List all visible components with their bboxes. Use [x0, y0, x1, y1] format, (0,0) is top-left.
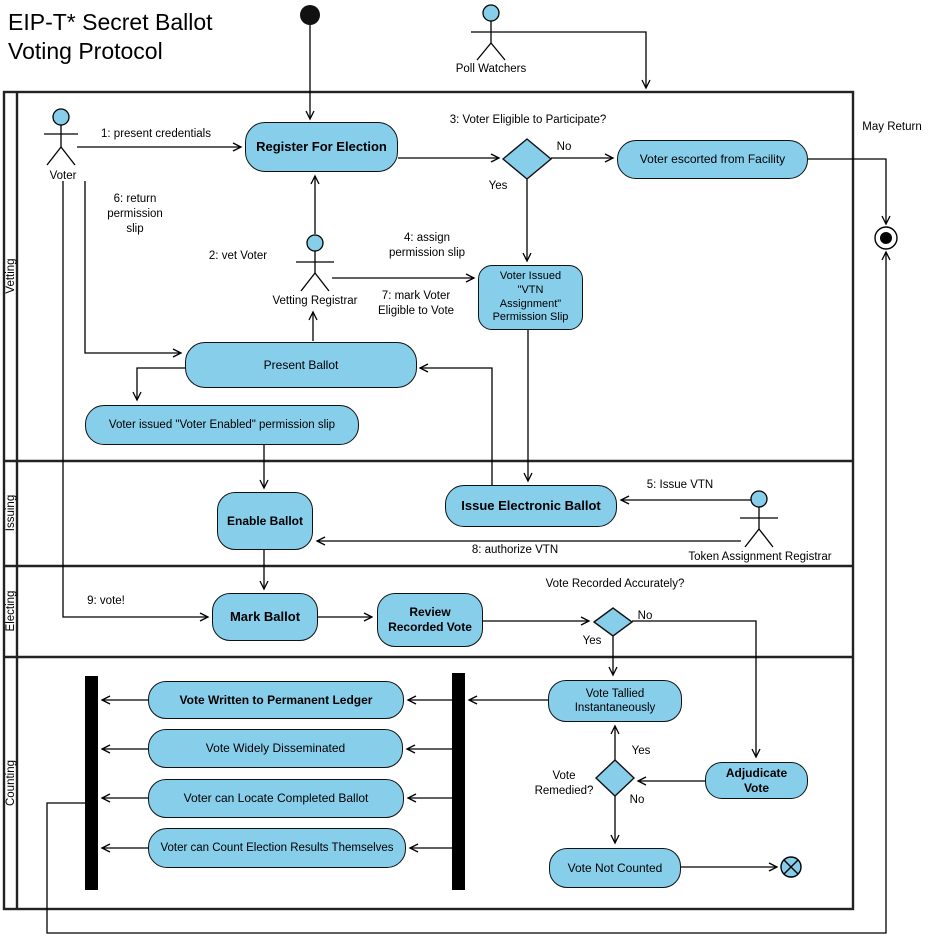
- label-recorded-question: Vote Recorded Accurately?: [545, 578, 685, 590]
- edge-issueballot-to-presentballot: [418, 363, 493, 485]
- activity-voter-escorted: Voter escorted from Facility: [617, 140, 808, 179]
- edge-voter-return-slip: [84, 181, 183, 358]
- lane-label-issuing: Issuing: [5, 494, 17, 532]
- actor-vetting-registrar-label: Vetting Registrar: [272, 295, 358, 307]
- decision-remedied-diamond: [594, 759, 636, 797]
- label-mark-voter-eligible: 7: mark Voter Eligible to Vote: [377, 290, 455, 317]
- activity-review-recorded-vote: Review Recorded Vote: [377, 593, 483, 647]
- diagram-title: EIP-T* Secret Ballot Voting Protocol: [8, 9, 213, 64]
- activity-voter-count-results: Voter can Count Election Results Themsel…: [148, 828, 406, 868]
- edge-voter-vote: [62, 181, 210, 622]
- actor-token-registrar-label: Token Assignment Registrar: [688, 551, 832, 563]
- lane-label-counting: Counting: [5, 759, 17, 807]
- label-recorded-no: No: [637, 610, 653, 622]
- join-bar: [85, 676, 98, 890]
- decision-eligible-diamond: [501, 138, 553, 180]
- flow-edges: [46, 25, 891, 934]
- label-recorded-yes: Yes: [582, 635, 602, 647]
- label-eligible-question: 3: Voter Eligible to Participate?: [449, 114, 607, 126]
- edge-escorted-to-final: [808, 158, 891, 226]
- flow-final-node: [780, 856, 802, 878]
- activity-vote-disseminated: Vote Widely Disseminated: [148, 729, 403, 768]
- activity-issue-electronic-ballot: Issue Electronic Ballot: [445, 485, 617, 527]
- activity-voter-enabled-slip: Voter issued "Voter Enabled" permission …: [85, 405, 359, 445]
- actor-token-registrar-figure: [740, 490, 778, 548]
- edge-join-may-return-to-final: [46, 250, 891, 934]
- lane-label-electing: Electing: [5, 590, 17, 632]
- activity-vote-tallied: Vote Tallied Instantaneously: [548, 680, 682, 722]
- actor-voter-label: Voter: [49, 170, 77, 182]
- fork-bar: [452, 673, 465, 890]
- activity-vtn-permission-slip: Voter Issued "VTN Assignment" Permission…: [478, 265, 583, 330]
- actor-poll-watchers-figure: [471, 4, 511, 61]
- activity-voter-locate-ballot: Voter can Locate Completed Ballot: [148, 779, 404, 818]
- decision-recorded-diamond: [592, 607, 634, 637]
- actor-voter-figure: [44, 108, 78, 166]
- label-vet-voter: 2: vet Voter: [208, 250, 268, 262]
- edge-recorded-no-to-adjudicate: [632, 620, 761, 759]
- label-assign-permission-slip: 4: assign permission slip: [388, 232, 466, 259]
- edge-pollwatchers-to-lanes: [511, 31, 651, 90]
- label-remedied-no: No: [629, 794, 645, 806]
- label-remedied-yes: Yes: [631, 745, 651, 757]
- activity-register-for-election: Register For Election: [245, 122, 398, 172]
- activity-enable-ballot: Enable Ballot: [217, 492, 313, 550]
- activity-present-ballot: Present Ballot: [185, 342, 417, 388]
- label-authorize-vtn: 8: authorize VTN: [471, 544, 559, 556]
- lane-label-vetting: Vetting: [5, 258, 17, 294]
- actor-vetting-registrar-figure: [296, 234, 334, 292]
- activity-adjudicate-vote: Adjudicate Vote: [705, 762, 808, 799]
- final-node: [874, 226, 898, 250]
- activity-vote-written-ledger: Vote Written to Permanent Ledger: [148, 681, 404, 719]
- label-vote: 9: vote!: [87, 595, 125, 607]
- label-eligible-no: No: [556, 141, 572, 153]
- label-may-return: May Return: [862, 121, 922, 133]
- activity-vote-not-counted: Vote Not Counted: [549, 848, 681, 888]
- edge-presentballot-to-enabledslip: [132, 367, 185, 402]
- label-eligible-yes: Yes: [488, 180, 508, 192]
- label-remedied-question: Vote Remedied?: [534, 770, 594, 797]
- activity-mark-ballot: Mark Ballot: [212, 593, 318, 641]
- label-issue-vtn: 5: Issue VTN: [646, 479, 714, 491]
- label-return-permission-slip: 6: return permission slip: [107, 193, 163, 235]
- start-node: [300, 5, 320, 25]
- swimlane-frame: [2, 90, 855, 911]
- label-present-credentials: 1: present credentials: [101, 128, 211, 140]
- actor-poll-watchers-label: Poll Watchers: [455, 63, 527, 75]
